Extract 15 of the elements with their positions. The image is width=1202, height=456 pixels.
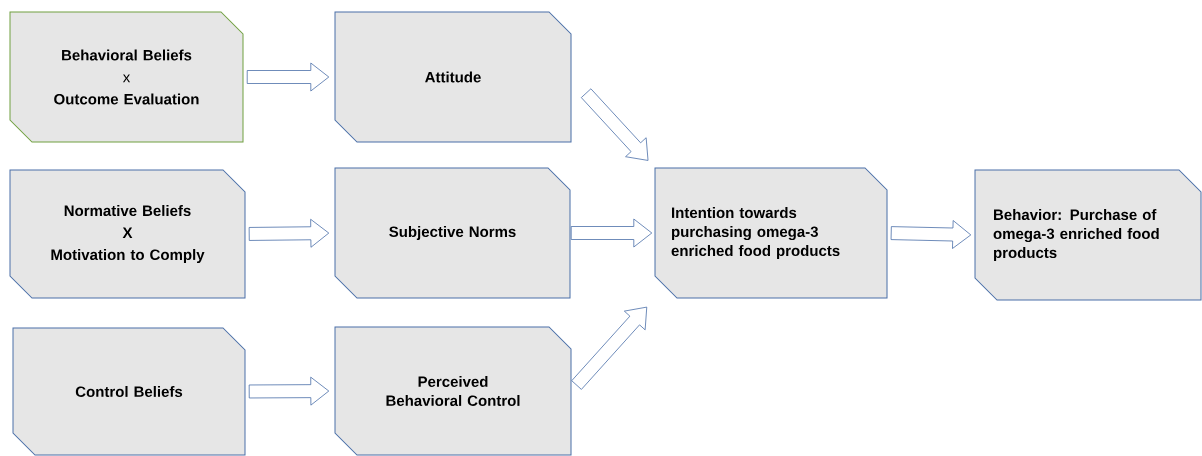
block-arrow [248,376,330,406]
process-box: Intention towards purchasing omega-3 enriched food products [654,167,888,299]
block-arrow [890,220,972,249]
block-arrow [570,218,653,248]
block-arrow [580,88,649,161]
process-box: Attitude [334,11,572,143]
block-arrow [571,306,648,390]
process-box: Perceived Behavioral Control [334,326,572,456]
block-arrow [248,218,330,248]
process-box: Normative Beliefs X Motivation to Comply [9,169,246,299]
process-box: Behavioral Beliefs x Outcome Evaluation [9,11,244,143]
process-box: Control Beliefs [12,327,246,456]
process-box: Subjective Norms [334,167,571,299]
block-arrow [246,62,330,92]
process-box: Behavior: Purchase of omega-3 enriched food products [974,169,1202,301]
